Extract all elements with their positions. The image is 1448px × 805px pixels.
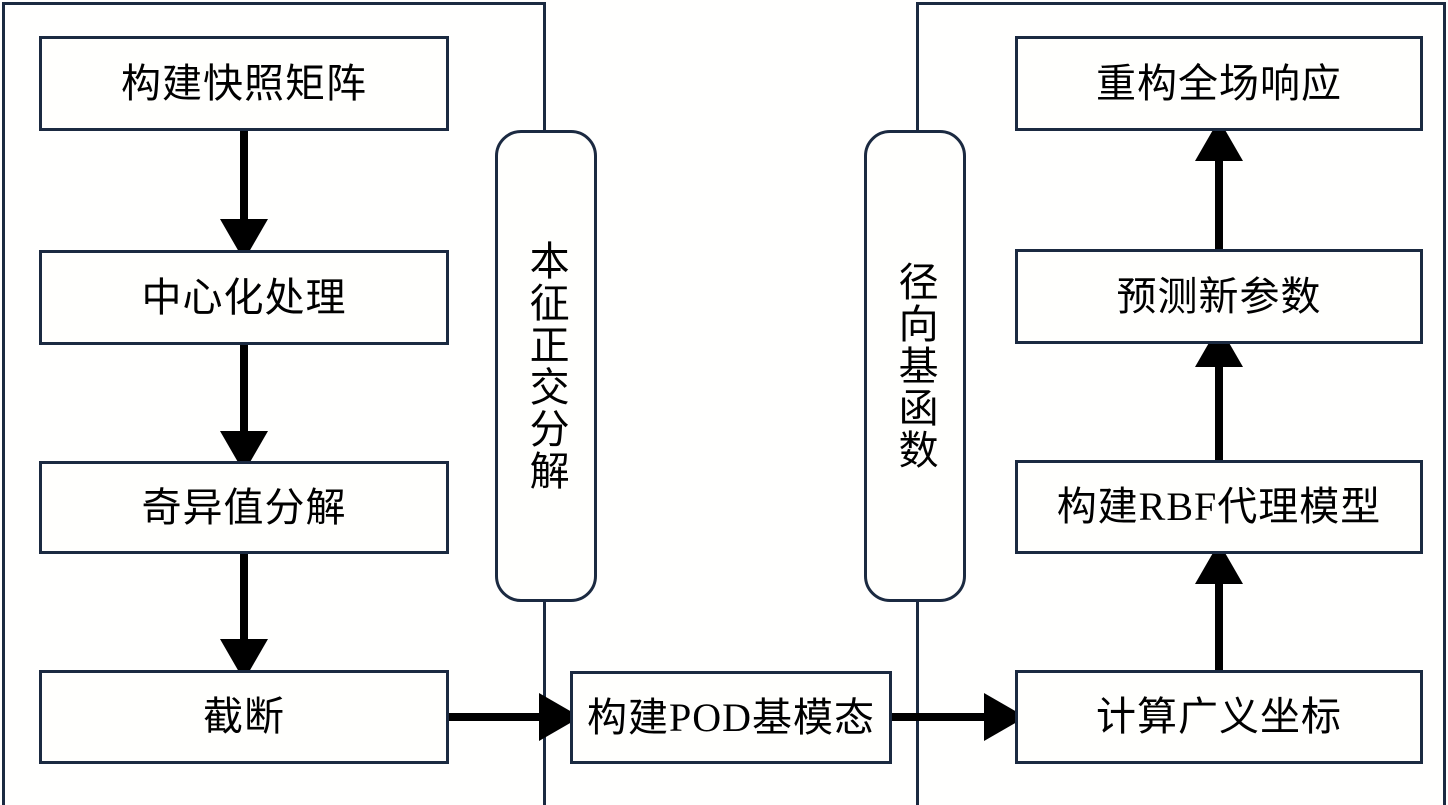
node-label: 计算广义坐标 <box>1096 694 1342 739</box>
capsule-label-text: 本征正交分解 <box>523 240 569 492</box>
node-label: 构建RBF代理模型 <box>1056 484 1382 529</box>
capsule-rbf-label[interactable]: 径向基函数 <box>864 130 966 602</box>
node-label: 中心化处理 <box>141 274 347 320</box>
node-generalized-coordinates[interactable]: 计算广义坐标 <box>1015 670 1423 764</box>
capsule-pod-label[interactable]: 本征正交分解 <box>495 130 597 602</box>
node-label: 重构全场响应 <box>1096 60 1342 106</box>
node-svd[interactable]: 奇异值分解 <box>39 461 449 554</box>
node-predict-new-params[interactable]: 预测新参数 <box>1015 249 1423 344</box>
node-label: 奇异值分解 <box>141 484 347 530</box>
node-pod-basis-modes[interactable]: 构建POD基模态 <box>570 671 892 764</box>
node-label: 构建快照矩阵 <box>121 60 367 106</box>
node-label: 预测新参数 <box>1116 273 1322 319</box>
node-centering[interactable]: 中心化处理 <box>39 250 449 345</box>
node-truncation[interactable]: 截断 <box>39 670 449 764</box>
node-build-rbf-surrogate[interactable]: 构建RBF代理模型 <box>1015 460 1423 554</box>
node-snapshot-matrix[interactable]: 构建快照矩阵 <box>39 36 449 131</box>
node-label: 构建POD基模态 <box>586 694 876 740</box>
capsule-label-text: 径向基函数 <box>892 261 938 471</box>
node-reconstruct-field[interactable]: 重构全场响应 <box>1015 36 1423 131</box>
node-label: 截断 <box>203 694 285 739</box>
